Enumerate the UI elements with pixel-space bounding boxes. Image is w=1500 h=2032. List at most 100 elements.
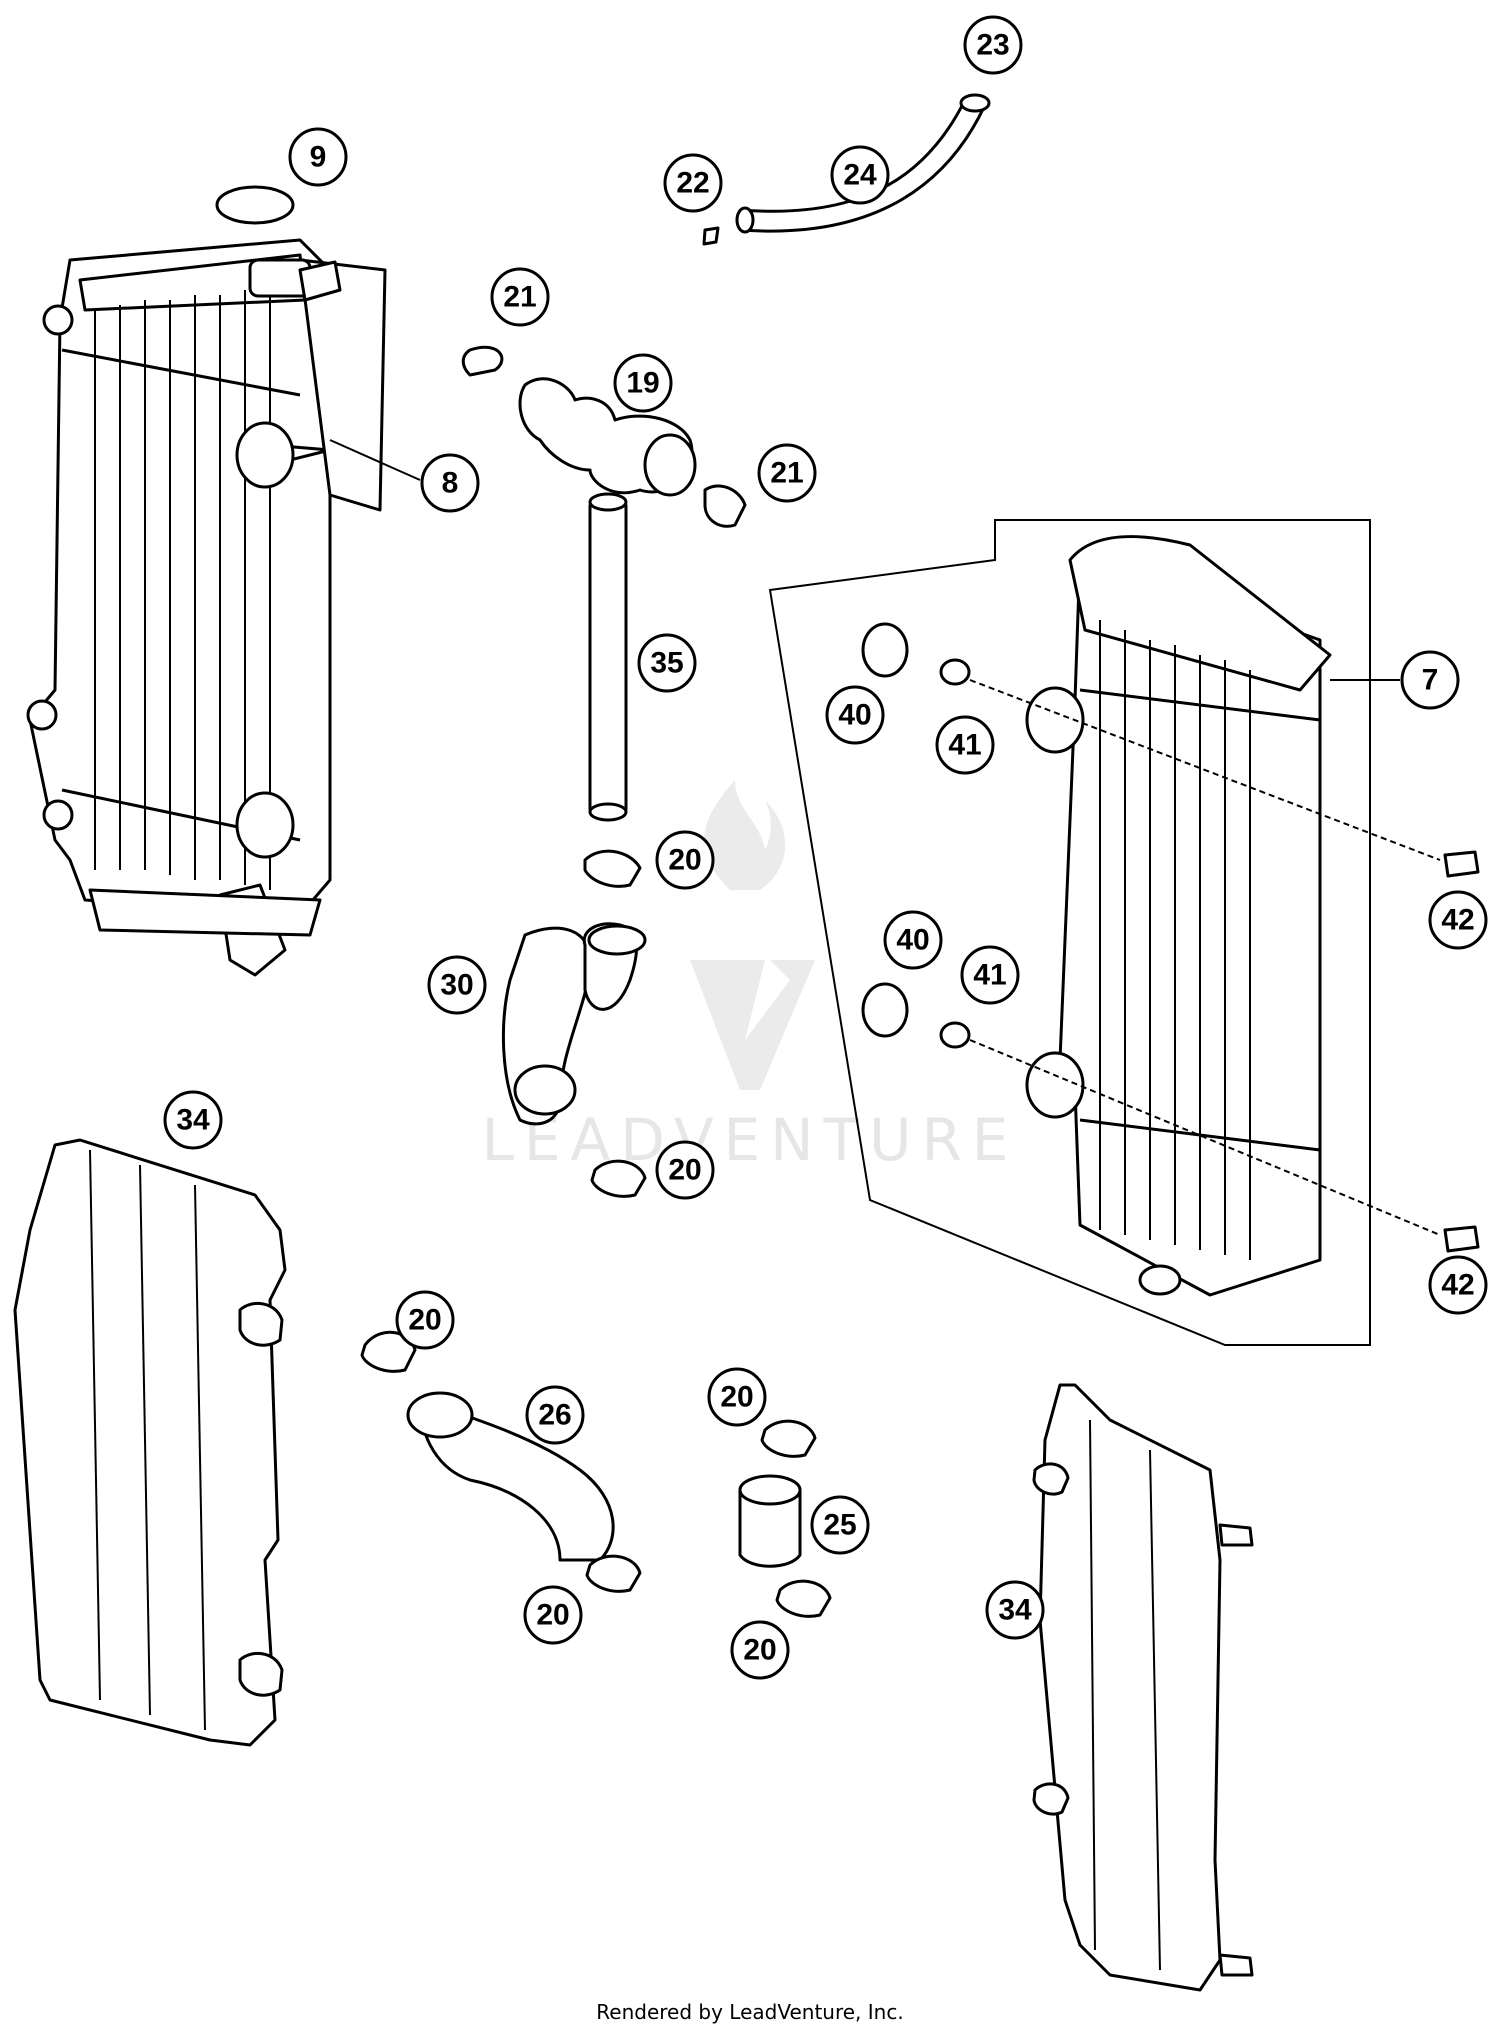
callout-circle xyxy=(288,127,348,187)
callout-circle xyxy=(523,1585,583,1645)
callout-circle xyxy=(420,453,480,513)
callout-21: 21 xyxy=(490,267,550,327)
thermostat-housing xyxy=(461,345,747,528)
callout-label: 40 xyxy=(896,924,929,957)
callout-circle xyxy=(985,1580,1045,1640)
watermark-text: LEADVENTURE xyxy=(482,1106,1019,1174)
callout-circle xyxy=(963,15,1023,75)
callout-23: 23 xyxy=(963,15,1023,75)
callout-label: 41 xyxy=(973,959,1006,992)
callout-circle xyxy=(757,443,817,503)
callout-40: 40 xyxy=(883,910,943,970)
leader-lines xyxy=(329,439,1400,681)
callout-circle xyxy=(663,153,723,213)
callout-circle xyxy=(655,1140,715,1200)
callout-circle xyxy=(830,145,890,205)
callout-circle xyxy=(1400,650,1460,710)
coupling-25 xyxy=(738,1419,832,1618)
callout-42: 42 xyxy=(1428,1255,1488,1315)
callout-20: 20 xyxy=(707,1367,767,1427)
right-radiator-guard xyxy=(1032,1383,1254,1992)
callout-label: 8 xyxy=(442,467,459,500)
callout-circle xyxy=(935,715,995,775)
callout-label: 7 xyxy=(1422,664,1439,697)
callout-circle xyxy=(1428,1255,1488,1315)
callout-circle xyxy=(655,830,715,890)
callout-label: 40 xyxy=(838,699,871,732)
callout-label: 20 xyxy=(668,1154,701,1187)
right-radiator-group xyxy=(768,519,1371,1346)
callout-35: 35 xyxy=(637,633,697,693)
callout-label: 19 xyxy=(626,367,659,400)
callout-41: 41 xyxy=(935,715,995,775)
callout-41: 41 xyxy=(960,945,1020,1005)
overflow-hose xyxy=(702,38,1012,246)
callout-label: 21 xyxy=(503,281,536,314)
callout-circle xyxy=(707,1367,767,1427)
callout-label: 20 xyxy=(720,1381,753,1414)
callout-42: 42 xyxy=(1428,890,1488,950)
callout-circle xyxy=(427,955,487,1015)
callout-20: 20 xyxy=(523,1585,583,1645)
callout-24: 24 xyxy=(830,145,890,205)
callout-label: 22 xyxy=(676,167,709,200)
callout-label: 34 xyxy=(998,1594,1032,1627)
straight-tube xyxy=(588,492,628,822)
callout-label: 20 xyxy=(536,1599,569,1632)
clamp-20-b xyxy=(590,1159,647,1198)
callout-9: 9 xyxy=(288,127,348,187)
callout-8: 8 xyxy=(420,453,480,513)
callout-label: 23 xyxy=(976,29,1009,62)
callout-circle xyxy=(810,1495,870,1555)
callout-label: 21 xyxy=(770,457,803,490)
callout-label: 20 xyxy=(408,1304,441,1337)
callout-circle xyxy=(1428,890,1488,950)
callout-40: 40 xyxy=(825,685,885,745)
callout-circle xyxy=(825,685,885,745)
callout-label: 9 xyxy=(310,141,327,174)
callout-label: 26 xyxy=(538,1399,571,1432)
callout-label: 42 xyxy=(1441,904,1474,937)
callout-circle xyxy=(883,910,943,970)
callout-34: 34 xyxy=(985,1580,1045,1640)
callout-22: 22 xyxy=(663,153,723,213)
callout-20: 20 xyxy=(395,1290,455,1350)
callout-label: 34 xyxy=(176,1104,210,1137)
callout-label: 25 xyxy=(823,1509,856,1542)
callout-circle xyxy=(490,267,550,327)
hose-26 xyxy=(360,1330,642,1593)
callout-circle xyxy=(637,633,697,693)
callout-26: 26 xyxy=(525,1385,585,1445)
mounting-hardware xyxy=(861,622,1480,1253)
callout-label: 42 xyxy=(1441,1269,1474,1302)
radiator-cap xyxy=(215,185,342,302)
callout-25: 25 xyxy=(810,1495,870,1555)
callout-label: 24 xyxy=(843,159,877,192)
callout-circle xyxy=(613,353,673,413)
left-radiator xyxy=(26,238,387,977)
credit-line: Rendered by LeadVenture, Inc. xyxy=(596,2000,904,2024)
callout-20: 20 xyxy=(655,1140,715,1200)
callout-circle xyxy=(395,1290,455,1350)
watermark: LEADVENTURE xyxy=(482,780,1019,1174)
callout-label: 20 xyxy=(668,844,701,877)
callout-34: 34 xyxy=(163,1090,223,1150)
lower-hose-30 xyxy=(501,849,647,1126)
callout-19: 19 xyxy=(613,353,673,413)
callout-20: 20 xyxy=(730,1620,790,1680)
callout-label: 20 xyxy=(743,1634,776,1667)
callout-label: 35 xyxy=(650,647,683,680)
callout-circle xyxy=(163,1090,223,1150)
callout-label: 41 xyxy=(948,729,981,762)
left-radiator-guard xyxy=(13,1138,287,1747)
callout-circle xyxy=(730,1620,790,1680)
flame-logo-icon xyxy=(690,780,815,1090)
callout-circle xyxy=(960,945,1020,1005)
callout-circle xyxy=(525,1385,585,1445)
callout-7: 7 xyxy=(1400,650,1460,710)
callout-30: 30 xyxy=(427,955,487,1015)
callout-21: 21 xyxy=(757,443,817,503)
callout-group: 23 24 22 9 21 19 21 8 35 7 40 41 42 20 30 40 41 42 20 34 20 2… xyxy=(163,15,1488,1680)
callout-20: 20 xyxy=(655,830,715,890)
